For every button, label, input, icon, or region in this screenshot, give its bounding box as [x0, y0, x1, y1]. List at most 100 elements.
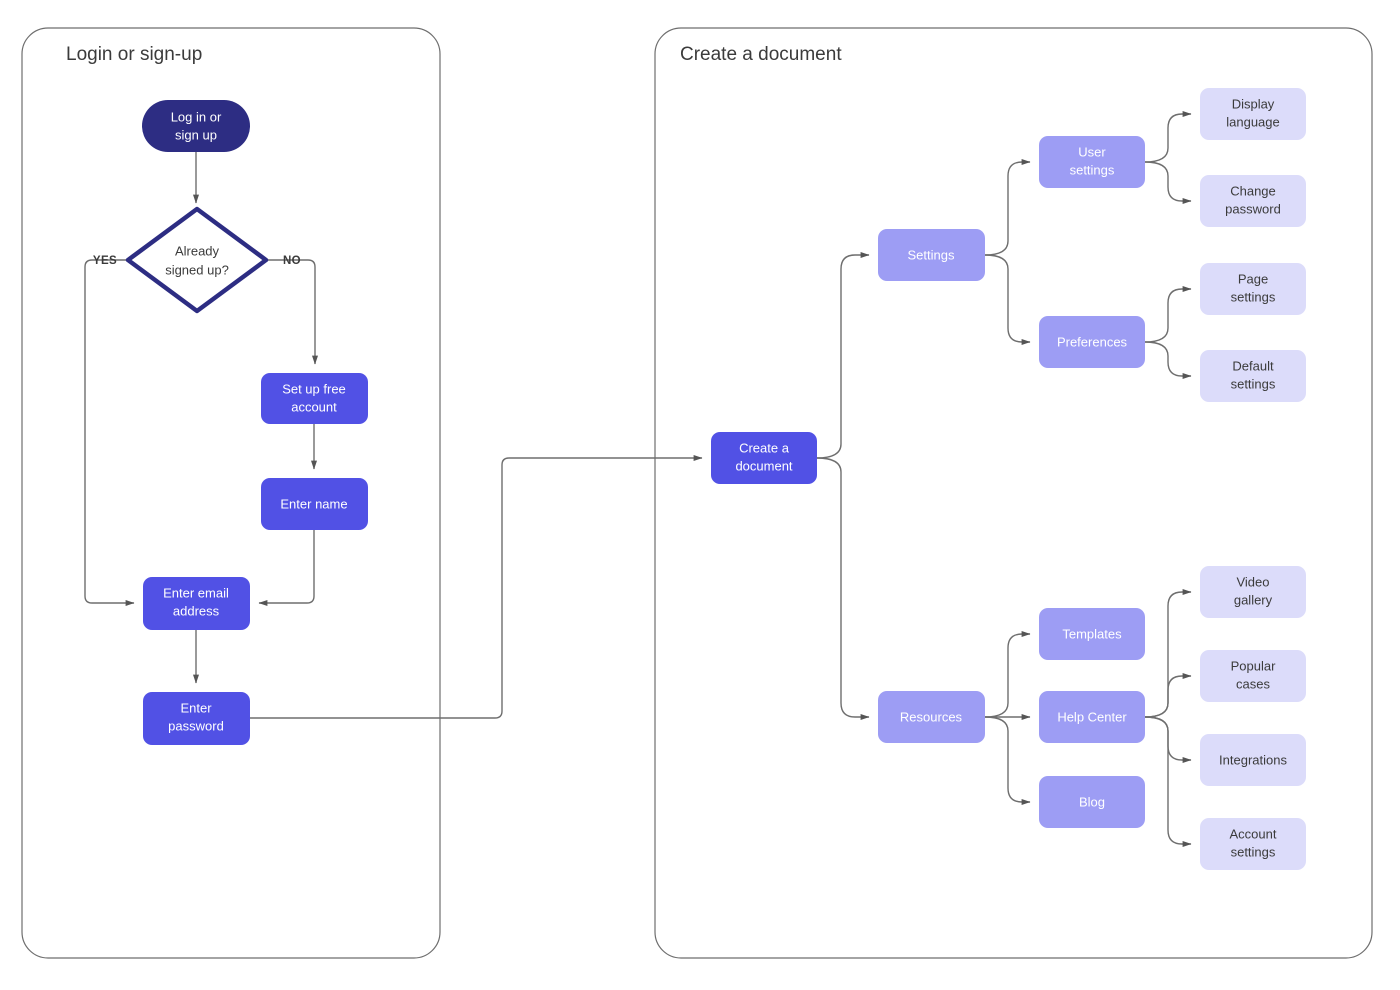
node-templates[interactable]: Templates	[1039, 608, 1145, 660]
edge-label-no: NO	[283, 255, 301, 267]
node-page-settings-shape[interactable]	[1200, 263, 1306, 315]
node-set-up-free-account[interactable]: Set up free account	[261, 373, 368, 424]
node-enter-name[interactable]: Enter name	[261, 478, 368, 530]
node-display-language-shape[interactable]	[1200, 88, 1306, 140]
node-help-center-label: Help Center	[1057, 709, 1127, 724]
node-preferences[interactable]: Preferences	[1039, 316, 1145, 368]
node-blog[interactable]: Blog	[1039, 776, 1145, 828]
node-page-settings-label-line1: Page	[1238, 271, 1268, 286]
node-popular-cases[interactable]: Popular cases	[1200, 650, 1306, 702]
node-default-settings-shape[interactable]	[1200, 350, 1306, 402]
edge-decision-no-to-setup	[267, 259, 318, 365]
node-blog-shape[interactable]	[1039, 776, 1145, 828]
node-help-center-shape[interactable]	[1039, 691, 1145, 743]
node-create-a-document-shape[interactable]	[711, 432, 817, 484]
node-change-password-shape[interactable]	[1200, 175, 1306, 227]
node-help-center[interactable]: Help Center	[1039, 691, 1145, 743]
node-create-a-document[interactable]: Create a document	[711, 432, 817, 484]
node-enter-email-address-label-line2: address	[173, 603, 220, 618]
edge-help-center-to-popular-cases	[1144, 673, 1192, 718]
node-settings-label: Settings	[908, 247, 955, 262]
node-popular-cases-label-line1: Popular	[1231, 658, 1276, 673]
node-settings-shape[interactable]	[878, 229, 985, 281]
node-templates-shape[interactable]	[1039, 608, 1145, 660]
node-display-language-label-line1: Display	[1232, 96, 1275, 111]
group-create-frame	[654, 27, 1373, 959]
edge-decision-yes-to-email	[84, 259, 135, 606]
group-create: Create a document	[654, 27, 1373, 959]
node-user-settings-label-line1: User	[1078, 144, 1106, 159]
node-change-password[interactable]: Change password	[1200, 175, 1306, 227]
node-video-gallery[interactable]: Video gallery	[1200, 566, 1306, 618]
node-page-settings[interactable]: Page settings	[1200, 263, 1306, 315]
node-resources-shape[interactable]	[878, 691, 985, 743]
node-already-signed-up-label-line2: signed up?	[165, 262, 229, 277]
node-video-gallery-label-line1: Video	[1236, 574, 1269, 589]
node-change-password-label-line2: password	[1225, 201, 1281, 216]
node-enter-email-address[interactable]: Enter email address	[143, 577, 250, 630]
node-default-settings[interactable]: Default settings	[1200, 350, 1306, 402]
node-change-password-label-line1: Change	[1230, 183, 1276, 198]
node-blog-label: Blog	[1079, 794, 1105, 809]
node-already-signed-up-shape[interactable]	[125, 206, 269, 314]
node-user-settings[interactable]: User settings	[1039, 136, 1145, 188]
node-popular-cases-shape[interactable]	[1200, 650, 1306, 702]
node-log-in-or-sign-up-shape[interactable]	[142, 100, 250, 152]
node-create-a-document-label-line1: Create a	[739, 440, 790, 455]
node-account-settings-shape[interactable]	[1200, 818, 1306, 870]
node-popular-cases-label-line2: cases	[1236, 676, 1270, 691]
node-log-in-or-sign-up[interactable]: Log in or sign up	[142, 100, 250, 152]
node-default-settings-label-line1: Default	[1232, 358, 1274, 373]
edge-create-to-settings	[816, 252, 870, 459]
node-log-in-or-sign-up-label-line1: Log in or	[171, 109, 222, 124]
node-integrations-shape[interactable]	[1200, 734, 1306, 786]
edge-help-center-to-account-settings	[1144, 716, 1192, 847]
node-account-settings-label-line1: Account	[1230, 826, 1277, 841]
node-enter-password-label-line1: Enter	[180, 700, 212, 715]
group-create-title: Create a document	[680, 44, 842, 65]
edge-create-to-resources	[816, 457, 870, 720]
edge-resources-to-blog	[984, 716, 1031, 805]
node-enter-email-address-label-line1: Enter email	[163, 585, 229, 600]
edges-create-group	[816, 111, 1192, 847]
edge-preferences-to-default-settings	[1144, 341, 1192, 379]
node-video-gallery-shape[interactable]	[1200, 566, 1306, 618]
node-already-signed-up[interactable]: Already signed up?	[125, 206, 269, 314]
edge-resources-to-templates	[984, 631, 1031, 718]
node-enter-password[interactable]: Enter password	[143, 692, 250, 745]
node-integrations[interactable]: Integrations	[1200, 734, 1306, 786]
edge-user-settings-to-change-password	[1144, 161, 1192, 204]
node-preferences-shape[interactable]	[1039, 316, 1145, 368]
node-enter-email-address-shape[interactable]	[143, 577, 250, 630]
node-display-language[interactable]: Display language	[1200, 88, 1306, 140]
node-templates-label: Templates	[1062, 626, 1122, 641]
edge-name-to-email	[258, 530, 315, 606]
node-page-settings-label-line2: settings	[1231, 289, 1276, 304]
node-account-settings-label-line2: settings	[1231, 844, 1276, 859]
edge-user-settings-to-display-language	[1144, 111, 1192, 163]
edge-password-to-create	[250, 455, 703, 719]
node-display-language-label-line2: language	[1226, 114, 1280, 129]
edges-login-group	[84, 152, 318, 684]
node-resources-label: Resources	[900, 709, 963, 724]
edge-settings-to-preferences	[984, 254, 1031, 345]
edge-settings-to-user-settings	[984, 159, 1031, 256]
node-set-up-free-account-shape[interactable]	[261, 373, 368, 424]
node-enter-name-label: Enter name	[280, 496, 347, 511]
node-video-gallery-label-line2: gallery	[1234, 592, 1273, 607]
node-user-settings-shape[interactable]	[1039, 136, 1145, 188]
node-integrations-label: Integrations	[1219, 752, 1287, 767]
node-user-settings-label-line2: settings	[1070, 162, 1115, 177]
node-enter-password-shape[interactable]	[143, 692, 250, 745]
node-default-settings-label-line2: settings	[1231, 376, 1276, 391]
node-settings[interactable]: Settings	[878, 229, 985, 281]
node-preferences-label: Preferences	[1057, 334, 1128, 349]
node-account-settings[interactable]: Account settings	[1200, 818, 1306, 870]
node-enter-name-shape[interactable]	[261, 478, 368, 530]
node-set-up-free-account-label-line2: account	[291, 399, 337, 414]
edge-preferences-to-page-settings	[1144, 286, 1192, 343]
node-resources[interactable]: Resources	[878, 691, 985, 743]
node-already-signed-up-label-line1: Already	[175, 243, 220, 258]
